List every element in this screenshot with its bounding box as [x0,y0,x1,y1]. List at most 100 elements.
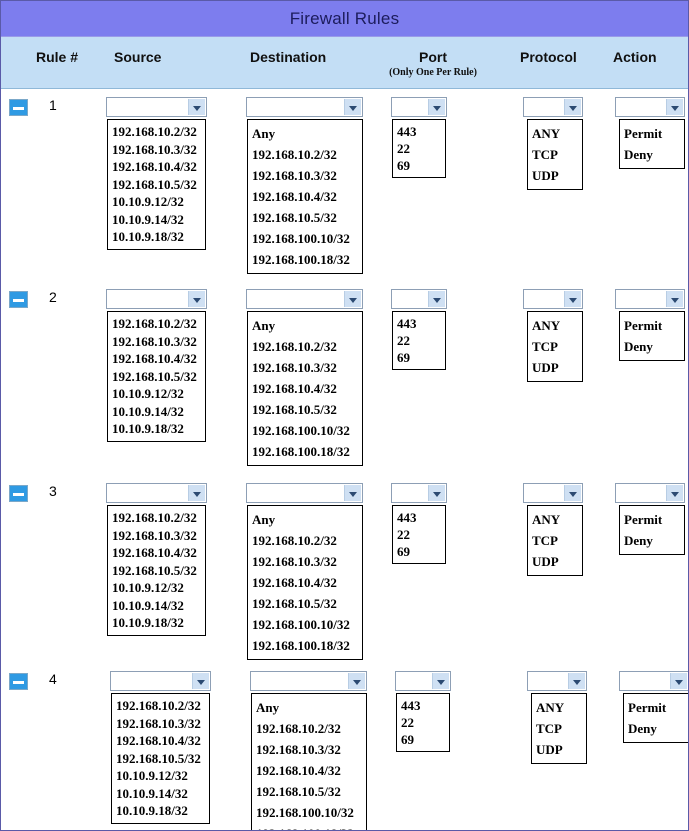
port-option[interactable]: 69 [397,544,410,559]
source-select[interactable] [110,671,211,691]
action-option[interactable]: Deny [628,721,657,736]
chevron-down-icon[interactable] [564,291,581,307]
port-option[interactable]: 22 [397,333,410,348]
destination-option[interactable]: 192.168.10.5/32 [256,784,341,799]
source-option[interactable]: 10.10.9.14/32 [112,211,184,227]
source-option[interactable]: 192.168.10.4/32 [112,159,197,174]
protocol-option[interactable]: ANY [536,700,565,715]
chevron-down-icon[interactable] [564,485,581,501]
destination-select[interactable] [246,97,363,117]
protocol-option[interactable]: UDP [532,554,559,569]
port-option[interactable]: 443 [397,316,417,331]
chevron-down-icon[interactable] [568,673,585,689]
destination-option[interactable]: 192.168.100.10/32 [252,231,350,246]
destination-option[interactable]: 192.168.100.10/32 [256,805,354,820]
source-option[interactable]: 192.168.10.4/32 [116,733,201,748]
source-option[interactable]: 10.10.9.14/32 [112,597,184,613]
destination-option[interactable]: 192.168.100.10/32 [252,617,350,632]
destination-option[interactable]: 192.168.10.2/32 [252,147,337,162]
destination-option[interactable]: 192.168.10.4/32 [252,381,337,396]
source-select[interactable] [106,289,207,309]
chevron-down-icon[interactable] [428,291,445,307]
action-select[interactable] [615,483,685,503]
source-option[interactable]: 10.10.9.12/32 [116,768,188,783]
source-option[interactable]: 192.168.10.4/32 [112,351,197,366]
destination-option[interactable]: 192.168.10.5/32 [252,402,337,417]
port-option[interactable]: 22 [397,527,410,542]
chevron-down-icon[interactable] [344,99,361,115]
chevron-down-icon[interactable] [188,485,205,501]
source-option[interactable]: 192.168.10.2/32 [112,510,197,525]
protocol-option[interactable]: ANY [532,512,561,527]
chevron-down-icon[interactable] [192,673,209,689]
action-select[interactable] [619,671,688,691]
action-select[interactable] [615,289,685,309]
destination-option[interactable]: 192.168.10.4/32 [252,189,337,204]
destination-option[interactable]: 192.168.100.18/32 [252,252,350,267]
source-select[interactable] [106,97,207,117]
destination-option[interactable]: 192.168.100.18/32 [252,444,350,459]
protocol-select[interactable] [527,671,587,691]
port-option[interactable]: 69 [401,732,414,747]
destination-option[interactable]: Any [252,126,276,141]
destination-option[interactable]: 192.168.10.5/32 [252,596,337,611]
remove-rule-button[interactable] [9,485,28,502]
remove-rule-button[interactable] [9,673,28,690]
action-select[interactable] [615,97,685,117]
chevron-down-icon[interactable] [188,291,205,307]
source-option[interactable]: 192.168.10.5/32 [112,368,197,384]
chevron-down-icon[interactable] [348,673,365,689]
source-option[interactable]: 192.168.10.3/32 [112,527,197,543]
port-select[interactable] [391,289,447,309]
source-option[interactable]: 192.168.10.3/32 [112,141,197,157]
chevron-down-icon[interactable] [666,99,683,115]
protocol-option[interactable]: ANY [532,318,561,333]
chevron-down-icon[interactable] [666,291,683,307]
action-option[interactable]: Permit [624,318,663,333]
chevron-down-icon[interactable] [666,485,683,501]
chevron-down-icon[interactable] [188,99,205,115]
destination-option[interactable]: 192.168.10.2/32 [252,339,337,354]
destination-option[interactable]: 192.168.100.18/32 [252,638,350,653]
destination-option[interactable]: 192.168.10.3/32 [252,554,337,569]
protocol-option[interactable]: TCP [532,533,558,548]
destination-option[interactable]: 192.168.10.3/32 [252,168,337,183]
action-option[interactable]: Permit [624,512,663,527]
source-option[interactable]: 192.168.10.3/32 [116,715,201,731]
action-option[interactable]: Permit [624,126,663,141]
protocol-select[interactable] [523,289,583,309]
port-option[interactable]: 22 [397,141,410,156]
action-option[interactable]: Deny [624,147,653,162]
chevron-down-icon[interactable] [428,99,445,115]
port-option[interactable]: 443 [397,124,417,139]
port-option[interactable]: 443 [397,510,417,525]
source-select[interactable] [106,483,207,503]
destination-option[interactable]: 192.168.10.2/32 [252,533,337,548]
source-option[interactable]: 10.10.9.18/32 [112,421,184,436]
source-option[interactable]: 192.168.10.2/32 [112,316,197,331]
chevron-down-icon[interactable] [344,291,361,307]
source-option[interactable]: 192.168.10.3/32 [112,333,197,349]
destination-select[interactable] [246,483,363,503]
port-select[interactable] [391,97,447,117]
source-option[interactable]: 192.168.10.2/32 [116,698,201,713]
destination-select[interactable] [250,671,367,691]
protocol-option[interactable]: TCP [536,721,562,736]
port-option[interactable]: 69 [397,158,410,173]
chevron-down-icon[interactable] [432,673,449,689]
action-option[interactable]: Deny [624,339,653,354]
port-option[interactable]: 443 [401,698,421,713]
port-option[interactable]: 69 [397,350,410,365]
protocol-option[interactable]: UDP [536,742,563,757]
source-option[interactable]: 10.10.9.12/32 [112,580,184,595]
destination-option[interactable]: 192.168.10.3/32 [256,742,341,757]
destination-option[interactable]: 192.168.100.10/32 [252,423,350,438]
protocol-option[interactable]: ANY [532,126,561,141]
destination-option[interactable]: 192.168.10.5/32 [252,210,337,225]
destination-option[interactable]: 192.168.10.2/32 [256,721,341,736]
source-option[interactable]: 192.168.10.4/32 [112,545,197,560]
source-option[interactable]: 192.168.10.5/32 [112,562,197,578]
source-option[interactable]: 192.168.10.5/32 [112,176,197,192]
port-select[interactable] [391,483,447,503]
source-option[interactable]: 10.10.9.18/32 [116,803,188,818]
